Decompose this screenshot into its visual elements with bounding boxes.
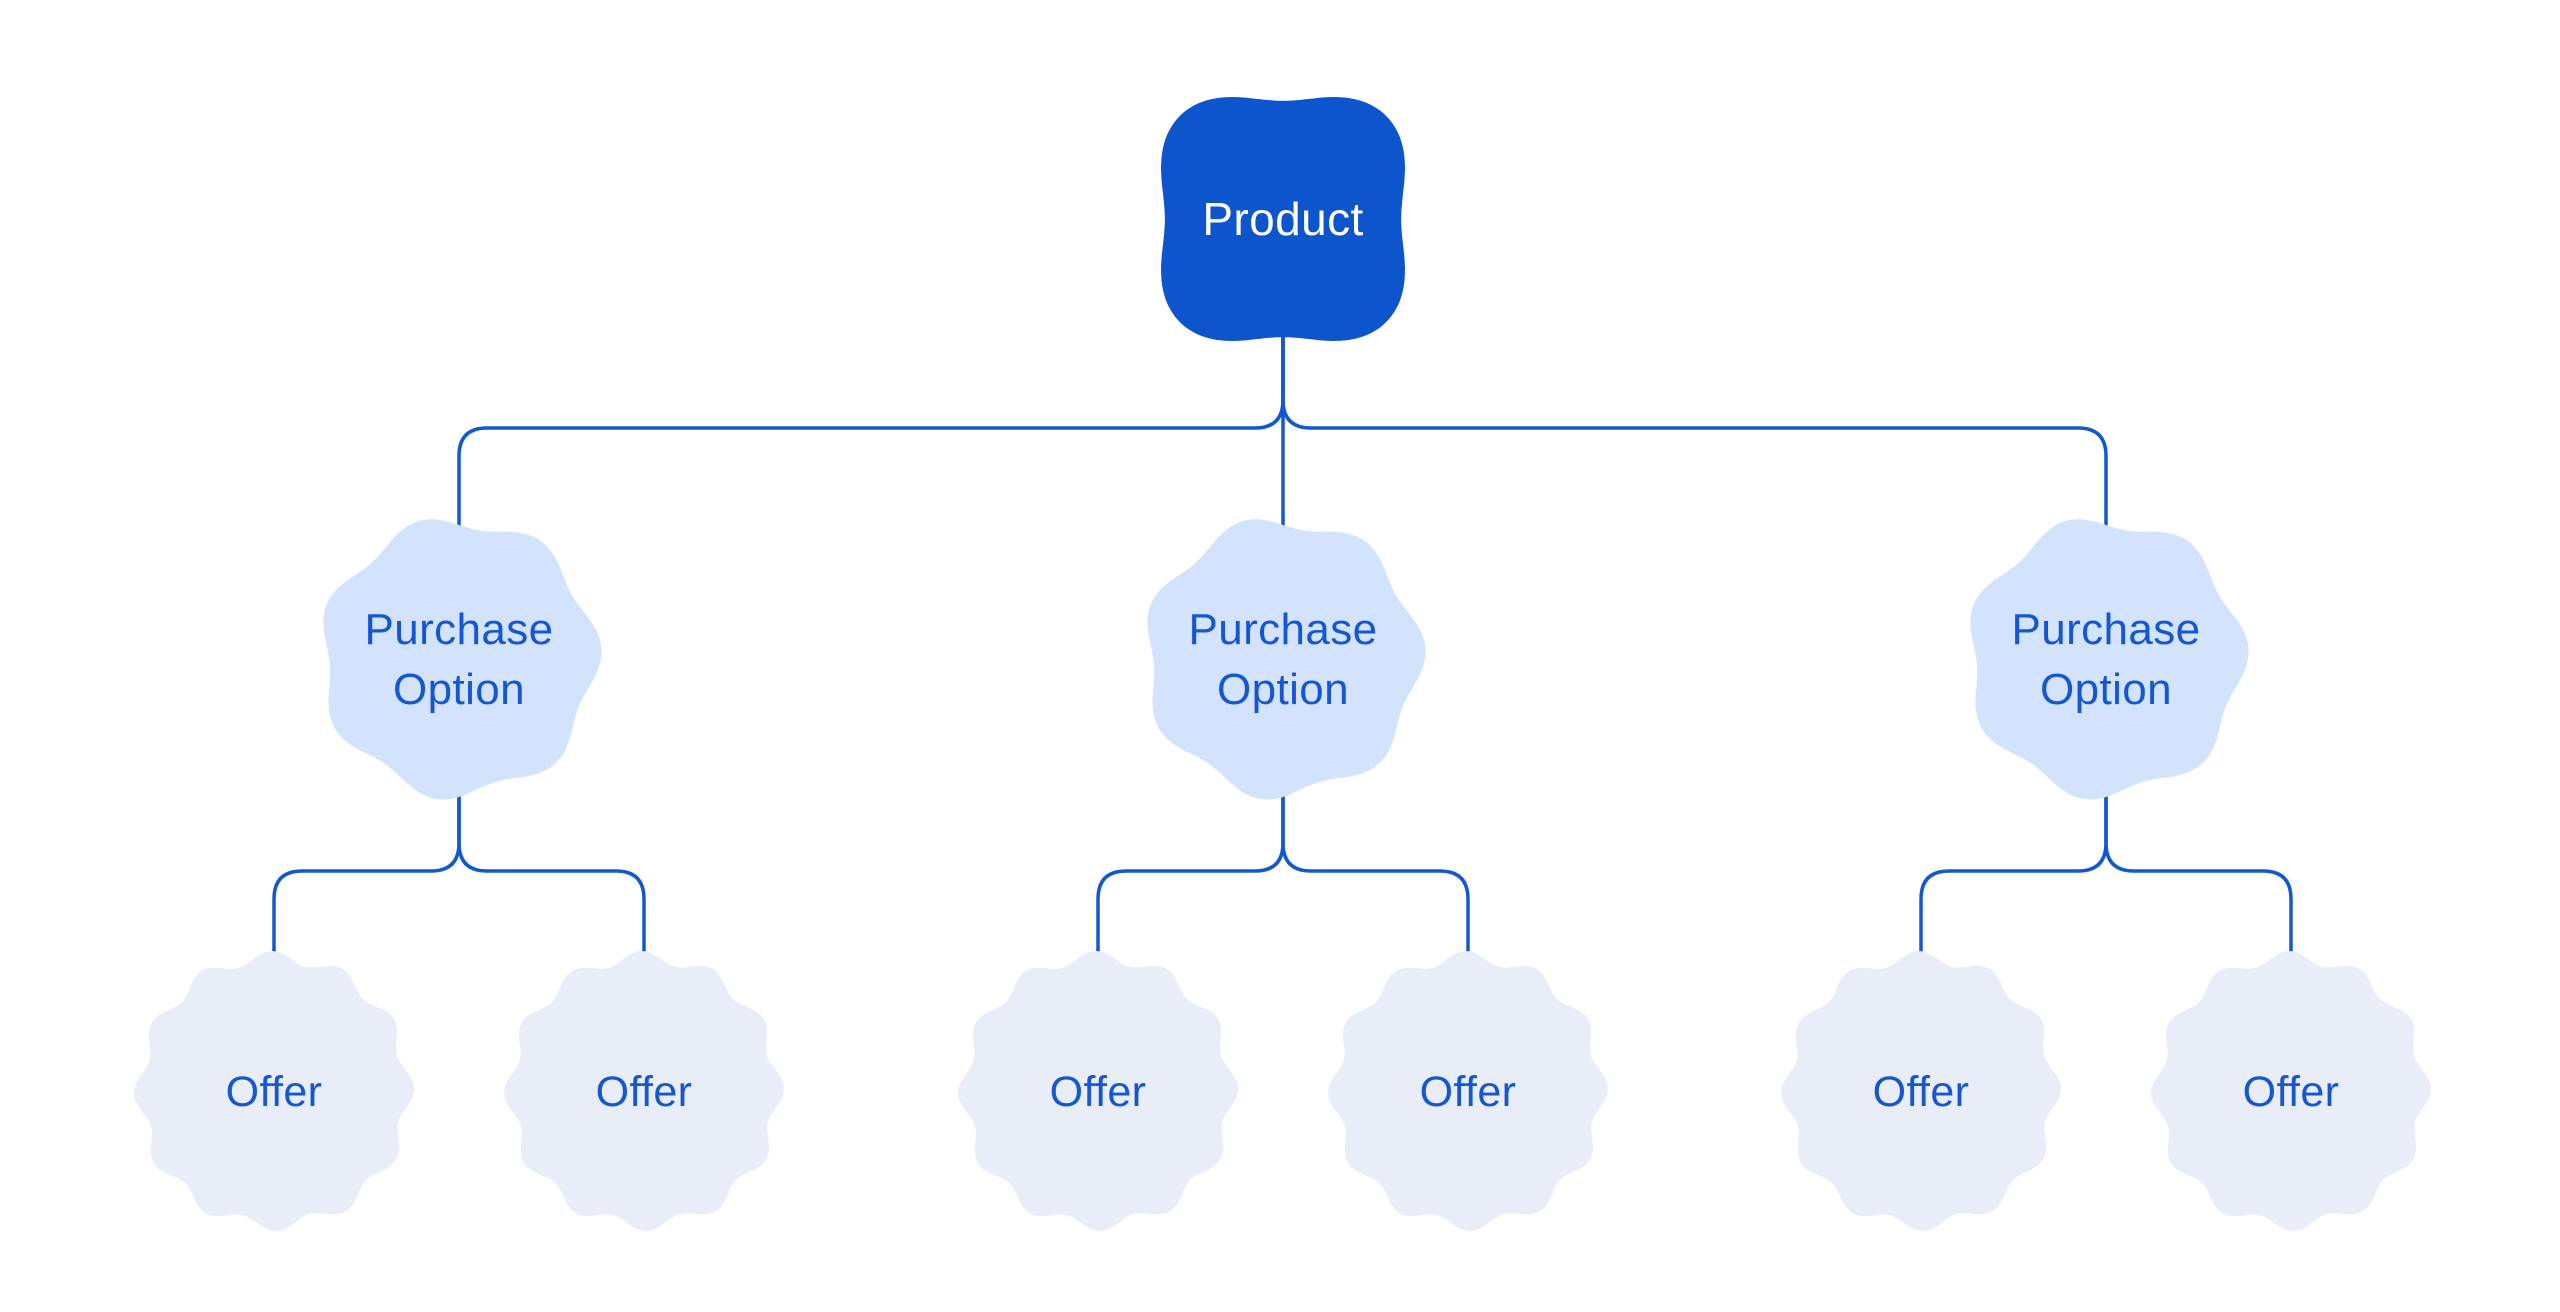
connector-purchase-2-to-offer-1 bbox=[1096, 658, 1285, 1091]
offer-label: Offer bbox=[596, 1068, 693, 1116]
connector-lines bbox=[272, 219, 2293, 1091]
connector-purchase-3-to-offer-1 bbox=[1919, 658, 2108, 1091]
product-node: Product bbox=[1161, 97, 1405, 341]
offer-label: Offer bbox=[2243, 1068, 2340, 1116]
offer-node-6: Offer bbox=[2151, 951, 2431, 1231]
purchase-option-label-line-2: Option bbox=[393, 665, 525, 714]
purchase-option-label-line-2: Option bbox=[1217, 665, 1349, 714]
offer-node-3: Offer bbox=[958, 951, 1238, 1231]
offer-label: Offer bbox=[1050, 1068, 1147, 1116]
offer-node-5: Offer bbox=[1781, 951, 2061, 1231]
product-label: Product bbox=[1202, 193, 1363, 245]
connector-product-to-purchase-3 bbox=[1281, 219, 2108, 658]
purchase-option-label-line-2: Option bbox=[2040, 665, 2172, 714]
offer-blob-shape bbox=[958, 951, 1238, 1231]
connector-purchase-1-to-offer-1 bbox=[272, 658, 461, 1091]
product-blob-shape bbox=[1161, 97, 1405, 341]
connector-purchase-1-to-offer-2 bbox=[457, 658, 646, 1091]
offer-node-4: Offer bbox=[1328, 951, 1608, 1231]
offer-blob-shape bbox=[504, 951, 784, 1231]
purchase-option-blob-shape bbox=[1147, 519, 1426, 800]
connector-purchase-2-to-offer-2 bbox=[1281, 658, 1470, 1091]
offer-blob-shape bbox=[134, 951, 414, 1231]
offer-node-1: Offer bbox=[134, 951, 414, 1231]
offer-label: Offer bbox=[226, 1068, 323, 1116]
offer-label: Offer bbox=[1420, 1068, 1517, 1116]
offer-node-2: Offer bbox=[504, 951, 784, 1231]
offer-blob-shape bbox=[1328, 951, 1608, 1231]
purchase-option-label-line-1: Purchase bbox=[364, 605, 553, 654]
offer-blob-shape bbox=[1781, 951, 2061, 1231]
offer-label: Offer bbox=[1873, 1068, 1970, 1116]
purchase-option-blob-shape bbox=[1970, 519, 2249, 800]
purchase-option-blob-shape bbox=[323, 519, 602, 800]
connector-purchase-3-to-offer-2 bbox=[2104, 658, 2293, 1091]
purchase-option-label-line-1: Purchase bbox=[2011, 605, 2200, 654]
offer-blob-shape bbox=[2151, 951, 2431, 1231]
purchase-option-label-line-1: Purchase bbox=[1188, 605, 1377, 654]
